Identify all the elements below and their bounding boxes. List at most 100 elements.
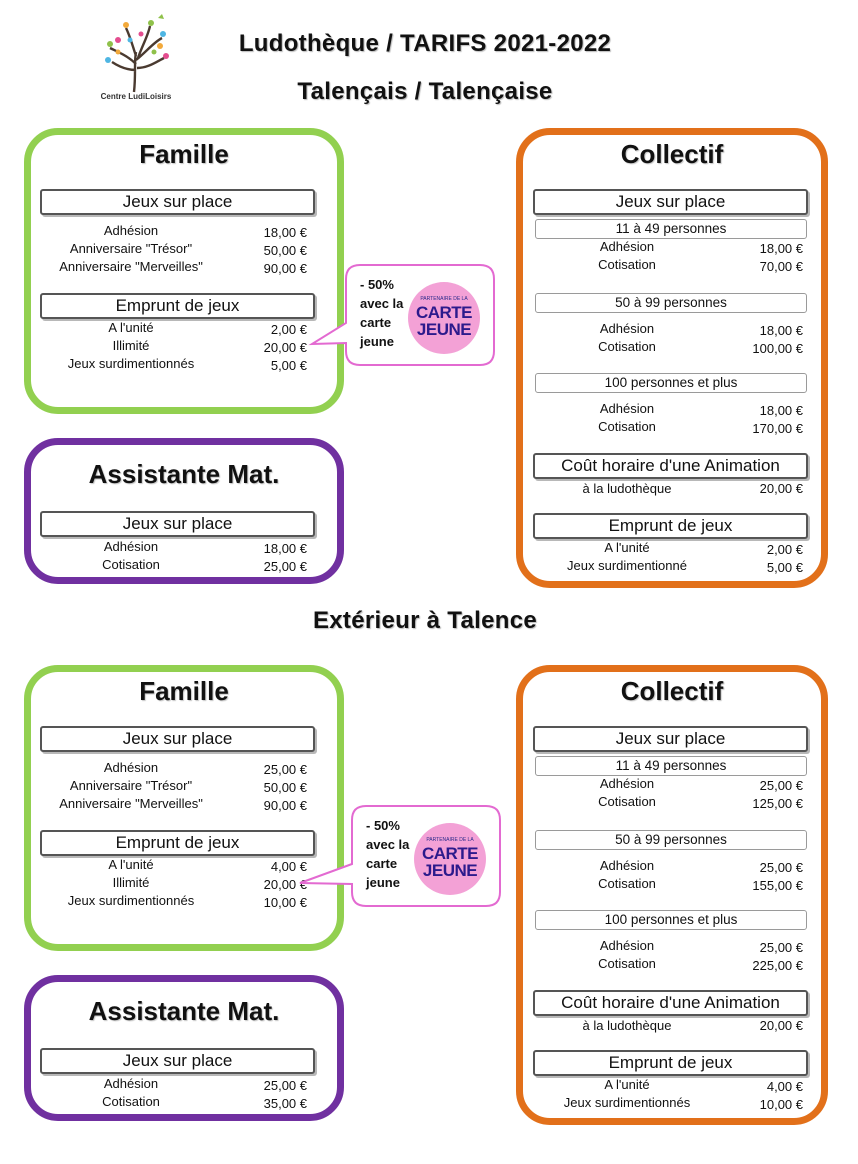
badge-partner-text: PARTENAIRE DE LA — [420, 296, 468, 302]
row-label: A l'unité — [108, 320, 154, 335]
row-label: Jeux surdimentionnés — [67, 893, 195, 908]
row-value: 18,00 € — [263, 225, 307, 240]
row-value: 25,00 € — [263, 559, 307, 574]
badge-carte-text: CARTE — [421, 844, 479, 863]
panel-title: Assistante Mat. — [88, 459, 280, 489]
badge-partner-text: PARTENAIRE DE LA — [426, 837, 474, 843]
row-value: 10,00 € — [263, 895, 307, 910]
row-value: 4,00 € — [270, 859, 307, 874]
section-header-jeux-sur-place: Jeux sur place — [533, 189, 808, 215]
group-header: 11 à 49 personnes — [535, 219, 807, 239]
badge-carte-text: CARTE — [415, 303, 473, 322]
section-header-emprunt-de-jeux: Emprunt de jeux — [40, 293, 315, 319]
row-label: Anniversaire "Trésor" — [69, 778, 193, 793]
panel-title: Assistante Mat. — [88, 996, 280, 1026]
row-value: 18,00 € — [759, 241, 803, 256]
row-value: 5,00 € — [270, 358, 307, 373]
section-header-jeux-sur-place: Jeux sur place — [40, 511, 315, 537]
row-value: 25,00 € — [759, 778, 803, 793]
section-header-jeux-sur-place: Jeux sur place — [40, 189, 315, 215]
group-header: 100 personnes et plus — [535, 373, 807, 393]
row-label: Cotisation — [598, 419, 656, 434]
row-label: Jeux surdimentionné — [567, 558, 687, 573]
row-label: Anniversaire "Merveilles" — [59, 259, 203, 274]
row-value: 10,00 € — [759, 1097, 803, 1112]
row-value: 70,00 € — [759, 259, 803, 274]
row-label: à la ludothèque — [582, 481, 672, 496]
group-header: 50 à 99 personnes — [535, 293, 807, 313]
row-label: Adhésion — [599, 858, 655, 873]
speech-bubble-shape — [299, 805, 501, 907]
group-header: 50 à 99 personnes — [535, 830, 807, 850]
row-value: 170,00 € — [752, 421, 803, 436]
section-header-jeux-sur-place: Jeux sur place — [533, 726, 808, 752]
section-header-emprunt-de-jeux: Emprunt de jeux — [533, 513, 808, 539]
row-value: 25,00 € — [759, 860, 803, 875]
bubble-line2: avec la — [366, 837, 410, 852]
badge-jeune-text: JEUNE — [416, 320, 472, 339]
bubble-line2: avec la — [360, 296, 404, 311]
page-subtitle: Talençais / Talençaise — [297, 78, 553, 105]
panel-title: Famille — [139, 676, 229, 706]
row-value: 225,00 € — [752, 958, 803, 973]
section-header-cout-horaire: Coût horaire d'une Animation — [533, 453, 808, 479]
row-label: Anniversaire "Merveilles" — [59, 796, 203, 811]
row-value: 35,00 € — [263, 1096, 307, 1111]
row-label: Cotisation — [598, 876, 656, 891]
row-value: 90,00 € — [263, 261, 307, 276]
row-value: 20,00 € — [759, 1018, 803, 1033]
row-value: 18,00 € — [759, 403, 803, 418]
bubble-line3: carte — [366, 856, 398, 871]
row-label: A l'unité — [604, 1077, 650, 1092]
row-label: A l'unité — [108, 857, 154, 872]
tree-icon — [105, 14, 169, 93]
row-label: Cotisation — [598, 257, 656, 272]
row-value: 155,00 € — [752, 878, 803, 893]
row-value: 50,00 € — [263, 243, 307, 258]
row-label: Adhésion — [103, 223, 159, 238]
row-label: A l'unité — [604, 540, 650, 555]
row-label: Illimité — [112, 338, 150, 353]
row-value: 18,00 € — [759, 323, 803, 338]
row-value: 50,00 € — [263, 780, 307, 795]
row-value: 4,00 € — [766, 1079, 803, 1094]
row-value: 18,00 € — [263, 541, 307, 556]
section-header-jeux-sur-place: Jeux sur place — [40, 1048, 315, 1074]
section-header-cout-horaire: Coût horaire d'une Animation — [533, 990, 808, 1016]
row-label: Cotisation — [598, 794, 656, 809]
row-value: 20,00 € — [759, 481, 803, 496]
row-label: Adhésion — [599, 321, 655, 336]
row-value: 125,00 € — [752, 796, 803, 811]
row-label: Jeux surdimentionnés — [67, 356, 195, 371]
logo: Centre LudiLoisirs — [96, 12, 176, 104]
row-label: Adhésion — [599, 239, 655, 254]
row-value: 20,00 € — [263, 340, 307, 355]
row-value: 20,00 € — [263, 877, 307, 892]
row-label: Cotisation — [102, 557, 160, 572]
row-label: Anniversaire "Trésor" — [69, 241, 193, 256]
bubble-line4: jeune — [366, 875, 400, 890]
bubble-line1: - 50% — [360, 277, 394, 292]
panel-title: Collectif — [620, 139, 724, 169]
row-label: Adhésion — [103, 539, 159, 554]
row-label: Adhésion — [599, 938, 655, 953]
group-header: 100 personnes et plus — [535, 910, 807, 930]
row-label: Cotisation — [598, 339, 656, 354]
row-value: 90,00 € — [263, 798, 307, 813]
section-title-exterieur: Extérieur à Talence — [312, 607, 538, 634]
row-label: Cotisation — [102, 1094, 160, 1109]
badge-jeune-text: JEUNE — [422, 861, 478, 880]
row-label: Cotisation — [598, 956, 656, 971]
row-value: 25,00 € — [263, 1078, 307, 1093]
row-label: Adhésion — [103, 760, 159, 775]
logo-text: Centre LudiLoisirs — [100, 92, 172, 101]
row-value: 100,00 € — [752, 341, 803, 356]
page-title: Ludothèque / TARIFS 2021-2022 — [238, 30, 612, 57]
section-header-emprunt-de-jeux: Emprunt de jeux — [533, 1050, 808, 1076]
row-label: Adhésion — [103, 1076, 159, 1091]
